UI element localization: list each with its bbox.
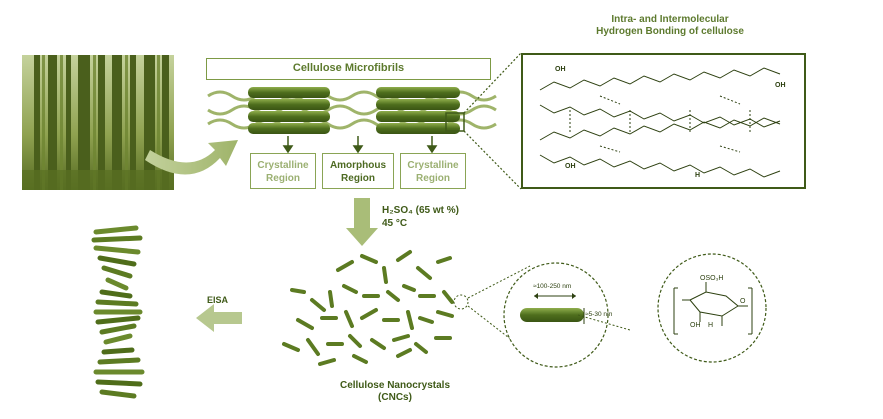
- cnc-width-label: ≈5-30 nm: [585, 311, 613, 318]
- forest-photo: [22, 55, 174, 190]
- hbond-h-label: H: [695, 172, 701, 179]
- process-arrow: [346, 198, 378, 246]
- acid-conditions: H₂SO₄ (65 wt %) 45 °C: [382, 204, 459, 230]
- cnc-label-line2: (CNCs): [378, 392, 412, 403]
- temperature-label: 45 °C: [382, 218, 408, 229]
- molecule-oh-label: OH: [690, 322, 701, 329]
- crystalline-bundle-1: [248, 87, 330, 134]
- cnc-length-label: ≈100-250 nm: [533, 283, 572, 290]
- acid-label: H₂SO₄ (65 wt %): [382, 205, 459, 216]
- region-2-line1: Amorphous: [329, 160, 387, 171]
- zoom-circle-small: [453, 294, 469, 310]
- hbond-oh-label: OH: [555, 66, 566, 73]
- zoom-box: [445, 112, 465, 132]
- region-3-line2: Region: [416, 173, 450, 184]
- hbond-title-line2: Hydrogen Bonding of cellulose: [596, 26, 744, 37]
- hbond-structure: [539, 67, 781, 178]
- chiral-helix: [91, 225, 145, 399]
- region-crystalline-2: Crystalline Region: [400, 153, 466, 189]
- hbond-title: Intra- and Intermolecular Hydrogen Bondi…: [560, 14, 780, 38]
- molecule-h-label: H: [708, 322, 714, 329]
- glucose-ring: [673, 282, 753, 335]
- cnc-label: Cellulose Nanocrystals (CNCs): [320, 380, 470, 404]
- molecule-so3h-label: OSO₃H: [700, 275, 724, 282]
- eisa-arrow: [196, 304, 242, 332]
- curved-arrow: [145, 140, 238, 175]
- molecule-zoom-circle: [657, 253, 767, 363]
- region-1-line2: Region: [266, 173, 300, 184]
- cnc-label-line1: Cellulose Nanocrystals: [339, 380, 451, 391]
- eisa-label: EISA: [207, 295, 229, 305]
- nanocrystal-rods: [282, 250, 454, 366]
- crystalline-bundle-2: [376, 87, 460, 134]
- region-amorphous: Amorphous Region: [322, 153, 394, 189]
- single-cnc-rod: [520, 308, 584, 322]
- region-2-line2: Region: [341, 173, 375, 184]
- microfibrils-label: Cellulose Microfibrils: [206, 58, 491, 80]
- hbond-box: [521, 53, 806, 189]
- region-1-line1: Crystalline: [257, 160, 309, 171]
- hbond-oh-label-2: OH: [775, 82, 786, 89]
- molecule-o-label: O: [740, 298, 746, 305]
- region-crystalline-1: Crystalline Region: [250, 153, 316, 189]
- region-3-line1: Crystalline: [407, 160, 459, 171]
- hbond-title-line1: Intra- and Intermolecular: [611, 14, 729, 25]
- hbond-ho-label: OH: [565, 163, 576, 170]
- region-arrows: [282, 136, 438, 154]
